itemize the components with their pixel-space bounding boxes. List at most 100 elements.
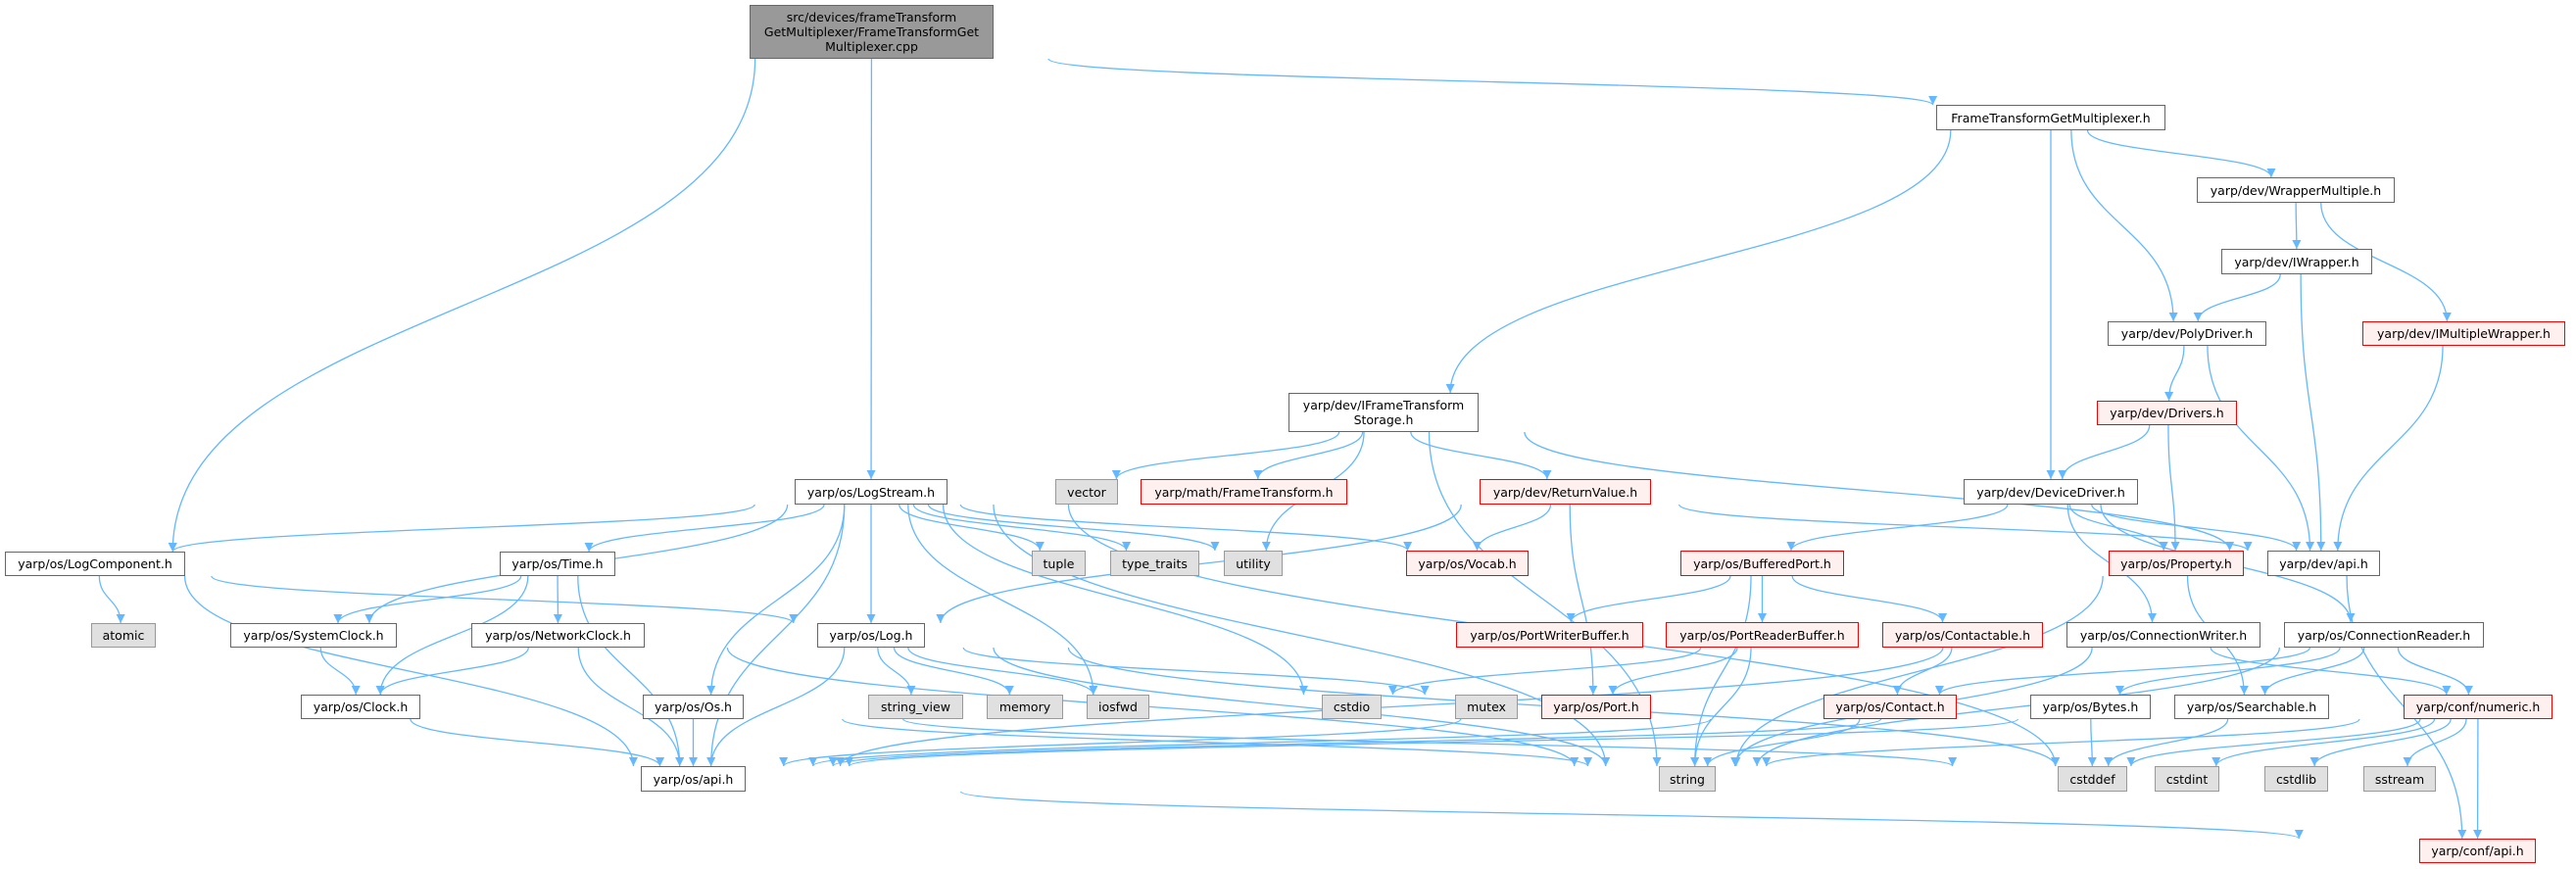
graph-node-netclock[interactable]: yarp/os/NetworkClock.h [471,623,645,648]
edge-os-to-cstddef [902,718,1957,767]
edge-prb-to-port [1608,647,1738,696]
edge-osapi-to-confapi [960,791,2304,840]
graph-node-logstream[interactable]: yarp/os/LogStream.h [795,479,948,505]
edge-logstream-to-logcomp [168,504,755,553]
edge-logstream-to-cstdio [942,504,1308,696]
graph-node-osapi[interactable]: yarp/os/api.h [641,766,746,792]
edge-log-to-mutex [962,647,1430,696]
graph-node-os[interactable]: yarp/os/Os.h [643,695,744,719]
graph-node-devapi[interactable]: yarp/dev/api.h [2267,551,2380,576]
edge-ifts-to-rv [1410,431,1552,480]
graph-node-confapi[interactable]: yarp/conf/api.h [2419,839,2536,863]
graph-node-pwb[interactable]: yarp/os/PortWriterBuffer.h [1456,622,1643,648]
graph-node-cstdint: cstdint [2155,766,2219,792]
edge-searchable-to-cstddef [2104,718,2229,767]
edge-port-to-osapi [779,718,1462,767]
graph-node-property[interactable]: yarp/os/Property.h [2109,551,2244,576]
graph-node-sstream: sstream [2363,766,2436,792]
edge-numeric-to-cstdlib [2309,718,2452,767]
edge-cr-to-numeric [2397,647,2473,696]
edge-rv-to-port [1569,504,1598,696]
edge-logstream-to-os [706,504,846,696]
edge-ifts-to-mft [1253,431,1364,480]
graph-node-searchable[interactable]: yarp/os/Searchable.h [2174,695,2329,719]
edge-rv-to-log [936,504,1462,624]
edge-log-to-memory [893,647,1014,696]
edge-cr-to-bytes [2114,647,2341,696]
graph-node-sysclock[interactable]: yarp/os/SystemClock.h [230,623,397,648]
edge-log-to-iosfwd [907,647,1098,696]
edge-cr-to-contact [1934,647,2311,696]
edge-numeric-to-string [1762,718,2360,767]
edge-contact-to-string [1703,718,1861,767]
graph-node-wm[interactable]: yarp/dev/WrapperMultiple.h [2197,177,2395,203]
graph-node-cw[interactable]: yarp/os/ConnectionWriter.h [2066,622,2260,648]
graph-node-cstddef: cstddef [2058,766,2127,792]
edge-netclock-to-string [726,647,1580,767]
edge-bp-to-pwb [1566,575,1731,623]
edge-bp-to-string [1690,575,1752,767]
graph-node-dd[interactable]: yarp/dev/DeviceDriver.h [1964,479,2138,505]
graph-node-time[interactable]: yarp/os/Time.h [500,552,615,576]
graph-node-vector: vector [1055,479,1118,505]
edge-poly-to-drivers [2164,345,2185,402]
edge-log-to-sv [877,647,916,696]
graph-node-mutex: mutex [1455,695,1518,719]
edge-prb-to-cstdio [1387,647,1702,696]
graph-node-utility: utility [1224,551,1283,576]
edge-clock-to-osapi [410,718,665,767]
edge-logstream-to-iosfwd [907,504,1098,696]
edge-contactable-to-contact [1892,647,1953,696]
edge-time-to-osapi [577,575,685,767]
graph-node-prb[interactable]: yarp/os/PortReaderBuffer.h [1666,622,1859,648]
edge-logcomp-to-log [211,575,799,624]
edge-os-to-string [842,718,1592,767]
edge-log-to-osapi [706,647,846,767]
edge-root-to-ftgm [1047,58,1937,106]
edge-ftgm-to-poly [2070,129,2178,322]
graph-node-ifts[interactable]: yarp/dev/IFrameTransform Storage.h [1288,393,1479,432]
graph-node-mft[interactable]: yarp/math/FrameTransform.h [1141,479,1347,505]
edge-dd-to-devapi [2091,504,2302,552]
graph-node-string: string [1659,766,1716,792]
graph-node-tuple: tuple [1032,551,1086,576]
edge-property-to-string [1731,575,2104,767]
graph-node-drivers[interactable]: yarp/dev/Drivers.h [2097,401,2237,425]
edge-netclock-to-osapi [577,647,685,767]
graph-node-imw[interactable]: yarp/dev/IMultipleWrapper.h [2362,321,2565,346]
edge-ifts-to-vector [1111,431,1340,480]
edge-wm-to-imw [2320,202,2452,322]
graph-node-rv[interactable]: yarp/dev/ReturnValue.h [1480,479,1651,505]
edge-logstream-to-tt [912,504,1132,552]
graph-node-vocab[interactable]: yarp/os/Vocab.h [1406,551,1529,576]
edge-iw-to-poly [2193,273,2281,322]
graph-node-bp[interactable]: yarp/os/BufferedPort.h [1680,551,1844,576]
edge-contact-to-osapi [808,718,1712,767]
graph-node-ftgm[interactable]: FrameTransformGetMultiplexer.h [1936,105,2165,130]
graph-node-root[interactable]: src/devices/frameTransform GetMultiplexe… [750,5,994,59]
graph-node-poly[interactable]: yarp/dev/PolyDriver.h [2108,321,2266,346]
edge-ifts-to-devapi [1524,431,2234,552]
edge-ftgm-to-wm [2086,129,2276,178]
graph-node-logcomp[interactable]: yarp/os/LogComponent.h [5,552,185,576]
graph-node-cr[interactable]: yarp/os/ConnectionReader.h [2284,622,2484,648]
graph-node-contactable[interactable]: yarp/os/Contactable.h [1882,622,2043,648]
graph-node-memory: memory [987,695,1063,719]
graph-node-contact[interactable]: yarp/os/Contact.h [1823,695,1957,719]
edge-sysclock-to-clock [319,647,361,696]
edge-rv-to-devapi [1677,504,2253,552]
graph-node-bytes[interactable]: yarp/os/Bytes.h [2030,695,2151,719]
graph-node-port[interactable]: yarp/os/Port.h [1541,695,1651,719]
graph-node-numeric[interactable]: yarp/conf/numeric.h [2404,695,2552,719]
graph-node-tt: type_traits [1110,551,1199,576]
edge-cw-to-osapi [836,647,1944,767]
edge-bytes-to-cstddef [2087,718,2097,767]
graph-node-log[interactable]: yarp/os/Log.h [817,623,925,648]
edge-imw-to-devapi [2333,345,2444,552]
graph-node-iw[interactable]: yarp/dev/IWrapper.h [2221,249,2372,274]
edge-iw-to-devapi [2300,273,2326,552]
graph-node-iosfwd: iosfwd [1087,695,1149,719]
graph-node-clock[interactable]: yarp/os/Clock.h [301,695,420,719]
edge-prb-to-string [1690,647,1752,767]
edge-numeric-to-sstream [2403,718,2467,767]
